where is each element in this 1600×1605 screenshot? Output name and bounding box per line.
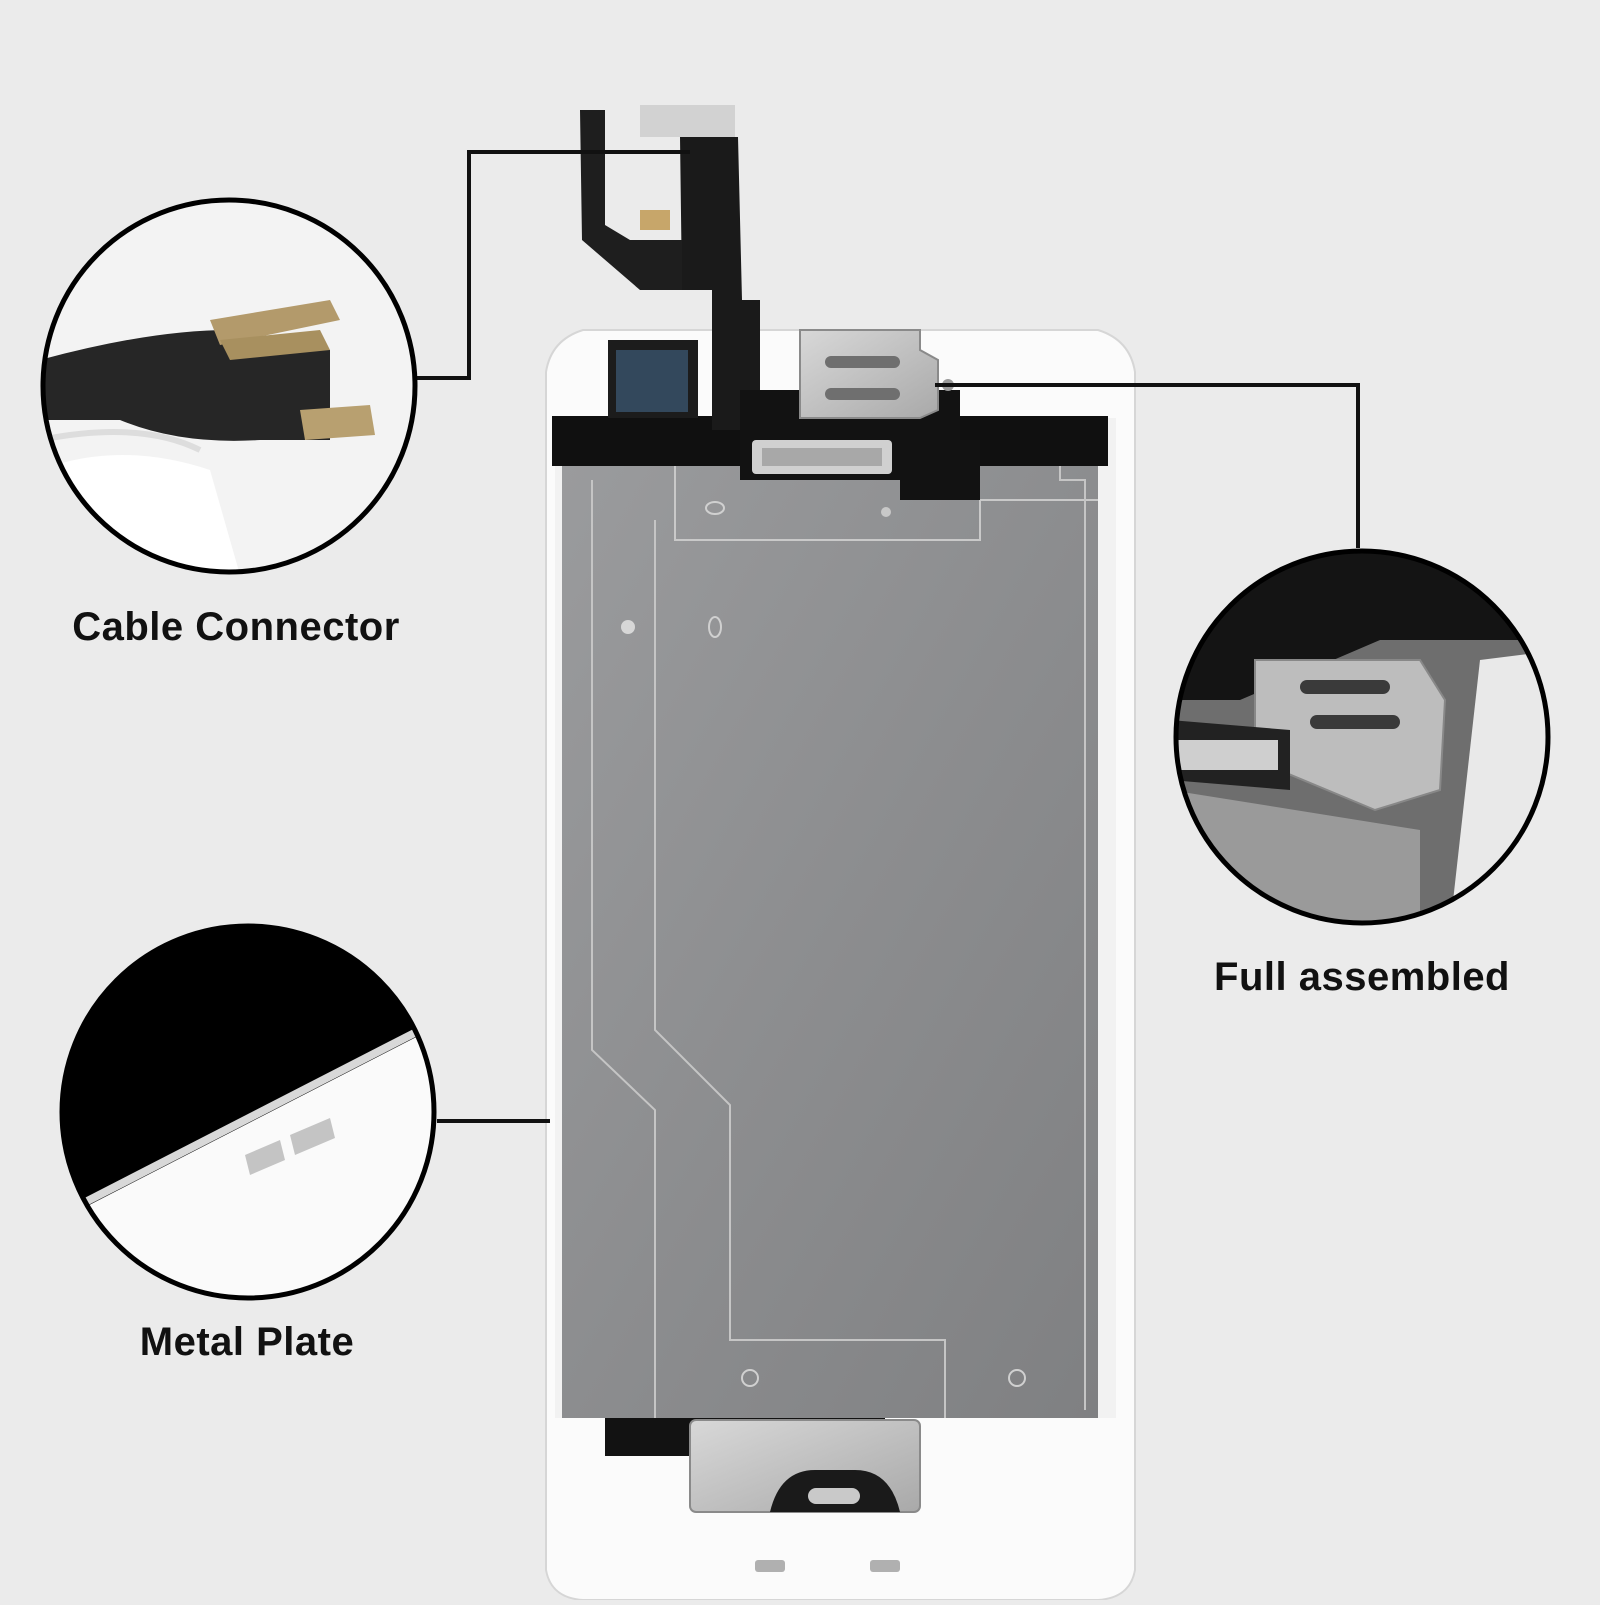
metal-plate xyxy=(562,466,1098,1418)
top-band xyxy=(552,340,1108,466)
home-button-assembly xyxy=(605,1418,921,1572)
full-assembled-label: Full assembled xyxy=(1214,955,1510,999)
full-assembled-zoom-image xyxy=(1173,548,1551,926)
cable-connector-label: Cable Connector xyxy=(72,605,400,649)
flex-cable xyxy=(580,105,980,500)
earpiece-shield xyxy=(799,329,954,419)
metal-plate-label: Metal Plate xyxy=(139,1320,355,1364)
metal-plate-zoom-image xyxy=(59,923,437,1301)
callout-lines xyxy=(414,150,1360,1123)
cable-connector-zoom-image xyxy=(40,197,418,575)
